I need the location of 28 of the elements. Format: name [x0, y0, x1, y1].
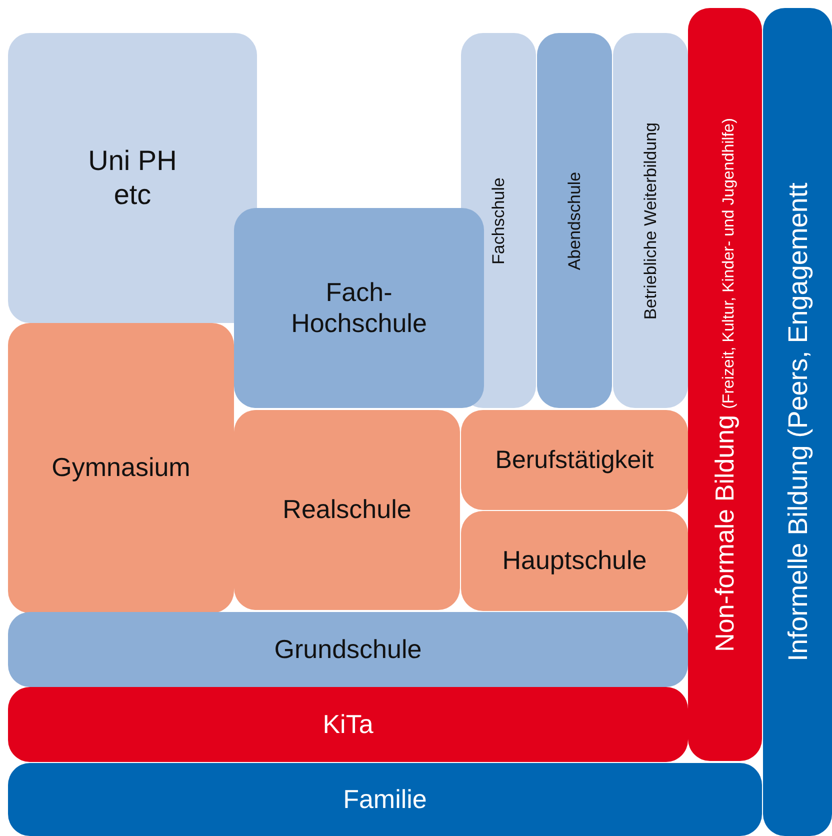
- education-box: [613, 33, 688, 408]
- box-label: Fachschule: [488, 177, 508, 264]
- education-box: [537, 33, 612, 408]
- education-box: [234, 208, 484, 408]
- education-box: [8, 33, 257, 323]
- box-label: Berufstätigkeit: [495, 445, 654, 475]
- education-box: [461, 410, 688, 510]
- box-label: Uni PH etc: [88, 144, 178, 212]
- box-label: Familie: [343, 784, 427, 816]
- box-label: Non-formale Bildung: [709, 414, 740, 652]
- education-box: [8, 763, 762, 836]
- box-label: Hauptschule: [502, 545, 647, 577]
- education-box: [8, 687, 688, 762]
- box-label: Gymnasium: [52, 452, 190, 484]
- education-box: [688, 8, 762, 761]
- box-label: KiTa: [322, 708, 374, 740]
- education-box: [234, 410, 460, 610]
- box-label: Realschule: [282, 494, 412, 526]
- box-label: Fach- Hochschule: [290, 276, 428, 340]
- education-box: [8, 612, 688, 687]
- box-label: Abendschule: [564, 171, 584, 270]
- box-label: Informelle Bildung (Peers, Engagementt: [781, 182, 814, 662]
- box-label: (Freizeit, Kultur, Kinder- und Jugendhilfe): [719, 118, 738, 408]
- box-label: Grundschule: [274, 634, 422, 666]
- box-label: Betriebliche Weiterbildung: [640, 122, 660, 320]
- education-box: [8, 323, 234, 613]
- education-box: [763, 8, 832, 836]
- education-box: [461, 511, 688, 611]
